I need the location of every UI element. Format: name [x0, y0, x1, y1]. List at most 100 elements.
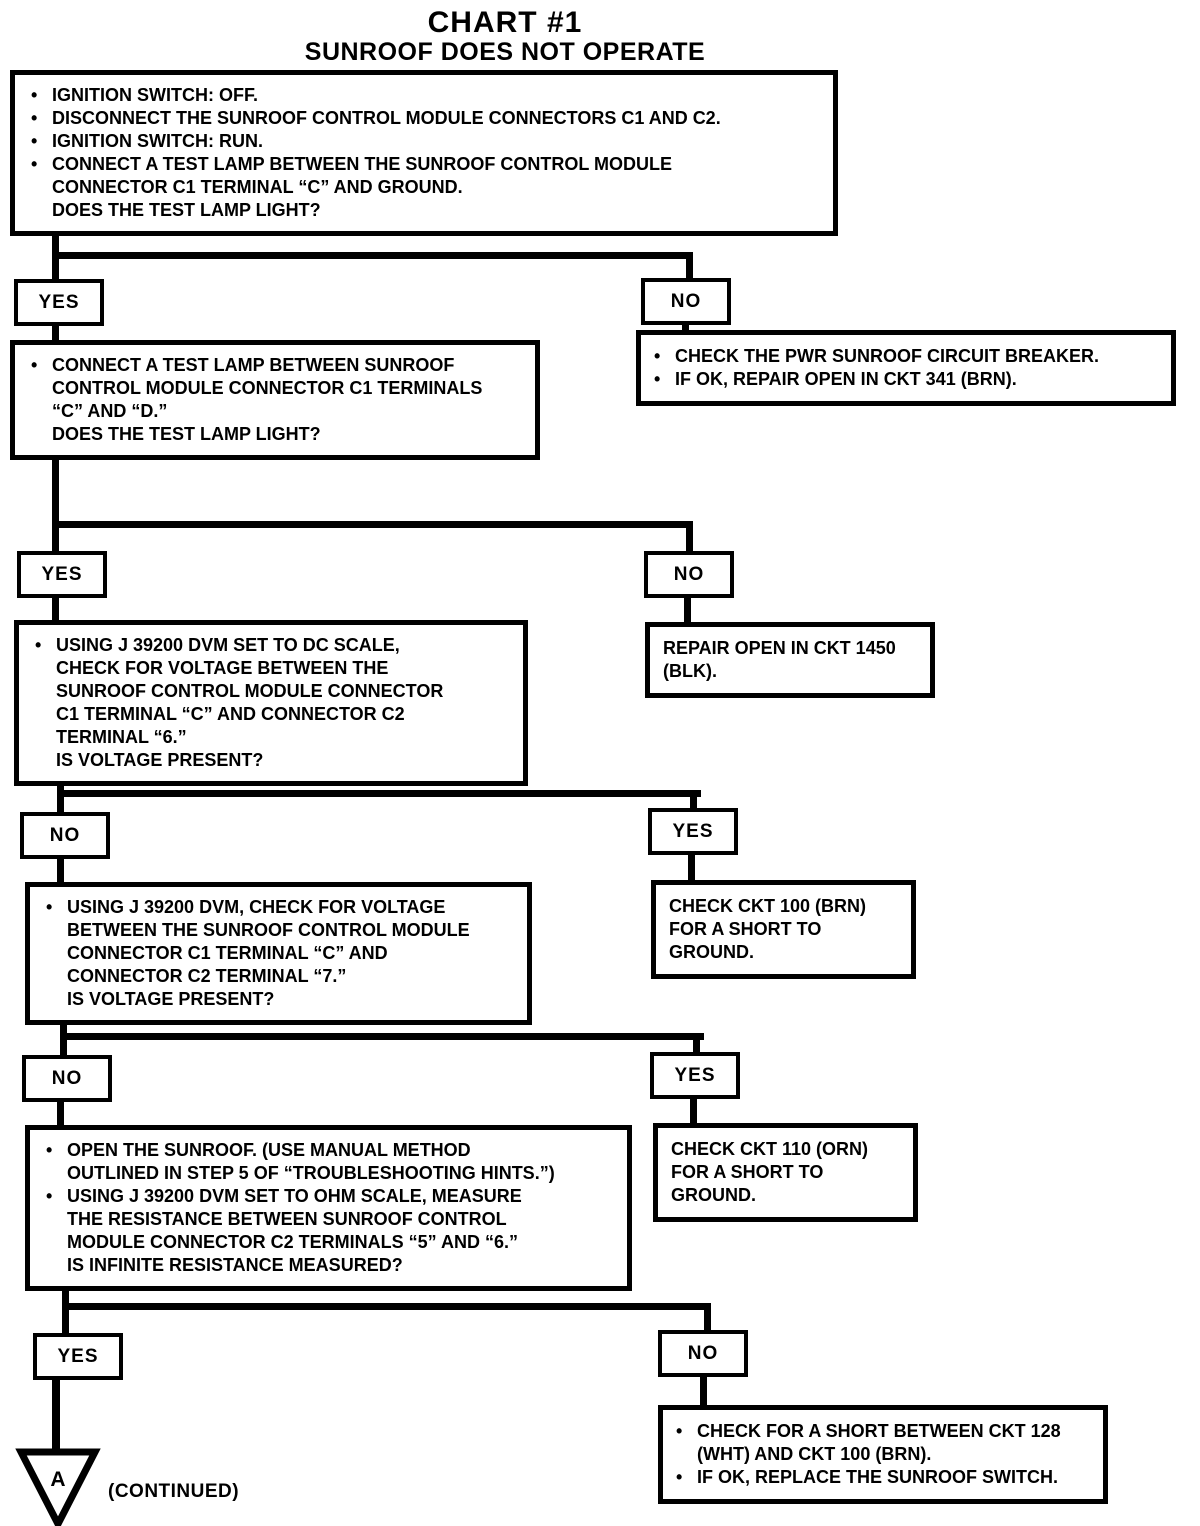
line-text: BETWEEN THE SUNROOF CONTROL MODULE [67, 920, 470, 940]
text-line: • DISCONNECT THE SUNROOF CONTROL MODULE C… [31, 107, 817, 130]
text-line: OUTLINED IN STEP 5 OF “TROUBLESHOOTING H… [46, 1162, 611, 1185]
text-line: •OPEN THE SUNROOF. (USE MANUAL METHOD [46, 1139, 611, 1162]
yes-label-5: YES [33, 1333, 123, 1380]
resistance-check-box: •OPEN THE SUNROOF. (USE MANUAL METHOD OU… [25, 1125, 632, 1291]
connector [57, 852, 64, 890]
line-text: IS VOLTAGE PRESENT? [56, 750, 264, 770]
line-text: IF OK, REPLACE THE SUNROOF SWITCH. [697, 1467, 1059, 1487]
check-ckt-110-box: CHECK CKT 110 (ORN) FOR A SHORT TO GROUN… [653, 1123, 918, 1222]
text-line: “C” AND “D.” [31, 400, 519, 423]
connector [686, 252, 693, 288]
line-text: THE RESISTANCE BETWEEN SUNROOF CONTROL [67, 1209, 507, 1229]
text-line: CONTROL MODULE CONNECTOR C1 TERMINALS [31, 377, 519, 400]
text-line: GROUND. [671, 1184, 900, 1207]
text-line: CONNECTOR C1 TERMINAL “C” AND [46, 942, 511, 965]
line-text: USING J 39200 DVM SET TO OHM SCALE, MEAS… [67, 1186, 522, 1206]
line-text: OPEN THE SUNROOF. (USE MANUAL METHOD [67, 1140, 471, 1160]
text-line: FOR A SHORT TO [669, 918, 898, 941]
connector [700, 1368, 707, 1413]
connector [682, 318, 689, 340]
text-line: GROUND. [669, 941, 898, 964]
text-line: • IGNITION SWITCH: RUN. [31, 130, 817, 153]
text-line: • IGNITION SWITCH: OFF. [31, 84, 817, 107]
connector [57, 755, 64, 819]
yes-label-1: YES [14, 279, 104, 326]
text-line: FOR A SHORT TO [671, 1161, 900, 1184]
text-line: REPAIR OPEN IN CKT 1450 [663, 637, 917, 660]
text-line: (WHT) AND CKT 100 (BRN). [676, 1443, 1090, 1466]
line-text: CHECK FOR A SHORT BETWEEN CKT 128 [697, 1421, 1061, 1441]
continued-label: (CONTINUED) [108, 1481, 240, 1502]
line-text: IGNITION SWITCH: RUN. [52, 131, 263, 151]
no-label-3: NO [20, 812, 110, 859]
line-text: CONNECTOR C1 TERMINAL “C” AND [67, 943, 388, 963]
connector [52, 318, 59, 352]
connector [57, 790, 701, 797]
line-text: REPAIR OPEN IN CKT 1450 [663, 638, 896, 658]
text-line: • USING J 39200 DVM, CHECK FOR VOLTAGE [46, 896, 511, 919]
text-line: TERMINAL “6.” [35, 726, 507, 749]
line-text: CHECK CKT 100 (BRN) [669, 896, 867, 916]
line-text: GROUND. [669, 942, 754, 962]
line-text: IS INFINITE RESISTANCE MEASURED? [67, 1255, 403, 1275]
text-line: •USING J 39200 DVM SET TO OHM SCALE, MEA… [46, 1185, 611, 1208]
chart-title: CHART #1 [427, 6, 583, 39]
connector [690, 1090, 697, 1131]
line-text: IF OK, REPAIR OPEN IN CKT 341 (BRN). [675, 369, 1017, 389]
voltage-check-c2-6-box: •USING J 39200 DVM SET TO DC SCALE, CHEC… [14, 620, 528, 786]
text-line: CONNECTOR C1 TERMINAL “C” AND GROUND. [31, 176, 817, 199]
bullet: • [676, 1467, 683, 1487]
check-circuit-breaker-box: •CHECK THE PWR SUNROOF CIRCUIT BREAKER. … [636, 330, 1176, 406]
yes-label-2: YES [17, 551, 107, 598]
line-text: USING J 39200 DVM, CHECK FOR VOLTAGE [67, 897, 446, 917]
text-line: MODULE CONNECTOR C2 TERMINALS “5” AND “6… [46, 1231, 611, 1254]
line-text: CHECK THE PWR SUNROOF CIRCUIT BREAKER. [675, 346, 1100, 366]
repair-ckt-1450-box: REPAIR OPEN IN CKT 1450 (BLK). [645, 622, 935, 698]
text-line: CONNECTOR C2 TERMINAL “7.” [46, 965, 511, 988]
line-text: OUTLINED IN STEP 5 OF “TROUBLESHOOTING H… [67, 1163, 555, 1183]
connector [684, 590, 691, 630]
line-text: IGNITION SWITCH: OFF. [52, 85, 258, 105]
text-line: THE RESISTANCE BETWEEN SUNROOF CONTROL [46, 1208, 611, 1231]
text-line: CHECK CKT 110 (ORN) [671, 1138, 900, 1161]
text-line: CHECK CKT 100 (BRN) [669, 895, 898, 918]
connector [704, 1303, 711, 1339]
connector [686, 521, 693, 559]
line-text: TERMINAL “6.” [56, 727, 187, 747]
text-line: •USING J 39200 DVM SET TO DC SCALE, [35, 634, 507, 657]
bullet: • [676, 1421, 683, 1441]
text-line: •CONNECT A TEST LAMP BETWEEN SUNROOF [31, 354, 519, 377]
line-text: DOES THE TEST LAMP LIGHT? [52, 424, 321, 444]
line-text: DISCONNECT THE SUNROOF CONTROL MODULE CO… [52, 108, 721, 128]
bullet: • [31, 154, 38, 174]
line-text: CONTROL MODULE CONNECTOR C1 TERMINALS [52, 378, 483, 398]
line-text: CONNECT A TEST LAMP BETWEEN SUNROOF [52, 355, 455, 375]
no-label-4: NO [22, 1055, 112, 1102]
text-line: • CHECK FOR A SHORT BETWEEN CKT 128 [676, 1420, 1090, 1443]
bullet: • [31, 108, 38, 128]
bullet: • [46, 897, 53, 917]
step-initial-checks-box: • IGNITION SWITCH: OFF. • DISCONNECT THE S… [10, 70, 838, 236]
connector [52, 590, 59, 628]
line-text: (BLK). [663, 661, 717, 681]
text-line: DOES THE TEST LAMP LIGHT? [31, 423, 519, 446]
check-ckt-100-box: CHECK CKT 100 (BRN) FOR A SHORT TO GROUN… [651, 880, 916, 979]
bullet: • [31, 131, 38, 151]
line-text: DOES THE TEST LAMP LIGHT? [52, 200, 321, 220]
bullet: • [31, 85, 38, 105]
line-text: C1 TERMINAL “C” AND CONNECTOR C2 [56, 704, 405, 724]
line-text: USING J 39200 DVM SET TO DC SCALE, [56, 635, 400, 655]
text-line: IS INFINITE RESISTANCE MEASURED? [46, 1254, 611, 1277]
continuation-marker-a: A [15, 1448, 101, 1526]
triangle-shape [15, 1448, 101, 1526]
test-lamp-c-d-box: •CONNECT A TEST LAMP BETWEEN SUNROOF CON… [10, 340, 540, 460]
text-line: •CONNECT A TEST LAMP BETWEEN THE SUNROOF… [31, 153, 817, 176]
line-text: IS VOLTAGE PRESENT? [67, 989, 275, 1009]
connector [688, 846, 695, 888]
connector [60, 1033, 704, 1040]
line-text: FOR A SHORT TO [671, 1162, 824, 1182]
connector [52, 428, 59, 563]
no-label-5: NO [658, 1330, 748, 1377]
connector [693, 1033, 700, 1061]
